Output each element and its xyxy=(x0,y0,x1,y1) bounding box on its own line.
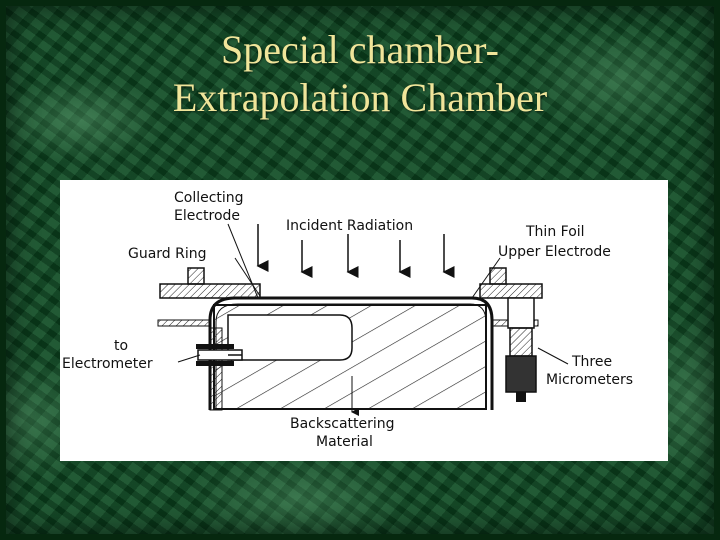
upper-plate-right-post xyxy=(489,267,507,285)
title-line-1: Special chamber- xyxy=(221,27,499,72)
label-electrometer: Electrometer xyxy=(62,356,153,372)
thin-foil-wall xyxy=(208,296,494,410)
label-thinfoil-line2: Upper Electrode xyxy=(498,244,611,260)
left-wall xyxy=(209,327,223,411)
leader-thinfoil xyxy=(471,257,501,299)
label-incident: Incident Radiation xyxy=(286,218,413,234)
label-backscattering-line1: Backscattering xyxy=(290,416,395,432)
chamber-diagram: Collecting Electrode Incident Radiation … xyxy=(60,180,668,461)
label-collecting-line1: Collecting xyxy=(174,190,244,206)
label-to: to xyxy=(114,338,128,354)
upper-plate-right xyxy=(479,283,543,299)
micrometer-body xyxy=(507,297,535,329)
title-line-2: Extrapolation Chamber xyxy=(172,75,548,120)
collecting-electrode-insert xyxy=(227,314,353,361)
label-micrometers: Micrometers xyxy=(546,372,633,388)
label-thinfoil-line1: Thin Foil xyxy=(525,224,585,240)
leader-guard xyxy=(234,257,261,297)
leader-micrometers xyxy=(537,347,569,365)
guard-ring-left-post xyxy=(187,267,205,285)
micrometer-barrel xyxy=(509,327,533,357)
chamber-diagram-svg: Collecting Electrode Incident Radiation … xyxy=(62,190,633,450)
support-plate-left xyxy=(157,319,211,327)
connector-flange-top xyxy=(196,344,234,349)
label-backscattering-line2: Material xyxy=(316,434,373,450)
slide-title: Special chamber- Extrapolation Chamber xyxy=(0,26,720,122)
connector-flange-bottom xyxy=(196,361,234,366)
thin-foil-inner xyxy=(215,303,487,410)
micrometer-thimble xyxy=(505,355,537,393)
label-guard: Guard Ring xyxy=(128,246,207,262)
leader-electrometer xyxy=(177,354,201,363)
guard-ring-left xyxy=(159,283,261,299)
label-three: Three xyxy=(571,354,612,370)
label-collecting-line2: Electrode xyxy=(174,208,240,224)
micrometer-tip xyxy=(516,392,526,402)
